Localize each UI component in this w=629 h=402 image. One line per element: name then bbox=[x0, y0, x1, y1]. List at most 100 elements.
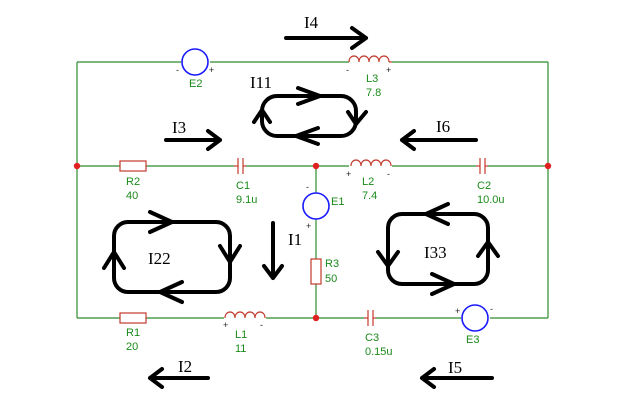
inductor-l2-coil bbox=[350, 159, 392, 167]
resistor-r2-body bbox=[119, 160, 147, 172]
capacitor-c1: C1 9.1u bbox=[234, 158, 257, 206]
capacitor-c3: C3 0.15u bbox=[364, 310, 393, 358]
label-c3-value: 0.15u bbox=[365, 346, 393, 358]
label-r2-value: 40 bbox=[126, 190, 138, 202]
label-l1-value: 11 bbox=[235, 343, 246, 355]
polarity-sign: - bbox=[387, 169, 390, 179]
label-i22: I22 bbox=[148, 249, 171, 268]
label-l2-value: 7.4 bbox=[362, 190, 377, 202]
loop-arrow-icon bbox=[218, 244, 242, 264]
loop-arrow-icon bbox=[296, 86, 322, 106]
source-e1-symbol bbox=[302, 192, 330, 220]
loop-arrow-icon bbox=[252, 108, 272, 124]
node-center-bottom bbox=[312, 314, 320, 322]
label-c2-name: C2 bbox=[477, 180, 491, 192]
arrow-right-icon bbox=[164, 129, 222, 151]
polarity-sign: + bbox=[386, 65, 391, 75]
inductor-l1-coil bbox=[224, 311, 266, 319]
nodes bbox=[73, 162, 552, 322]
label-l2-name: L2 bbox=[362, 176, 374, 188]
label-i5: I5 bbox=[448, 358, 462, 377]
source-e2-symbol bbox=[181, 48, 209, 76]
label-r1-value: 20 bbox=[126, 341, 138, 353]
polarity-sign: + bbox=[346, 169, 351, 179]
loop-arrow-icon bbox=[376, 250, 400, 268]
loop-arrow-icon bbox=[430, 272, 456, 296]
node-center-middle bbox=[312, 162, 320, 170]
loop-arrow-icon bbox=[294, 126, 320, 146]
arrow-left-icon bbox=[148, 367, 210, 389]
current-i5: I5 bbox=[420, 358, 494, 389]
label-e1: E1 bbox=[331, 196, 344, 208]
arrow-left-icon bbox=[420, 367, 494, 389]
polarity-sign: - bbox=[490, 304, 493, 314]
loop-arrow-icon bbox=[424, 202, 450, 226]
inductor-l3: - + L3 7.8 bbox=[346, 55, 392, 99]
resistor-r3-body bbox=[310, 258, 322, 285]
label-c1-name: C1 bbox=[236, 180, 250, 192]
loop-arrow-icon bbox=[102, 250, 126, 270]
resistor-r2: R2 40 bbox=[119, 160, 147, 202]
label-r2-name: R2 bbox=[126, 176, 140, 188]
node-left-middle bbox=[73, 162, 81, 170]
label-e3: E3 bbox=[466, 334, 479, 346]
source-e3: + - E3 bbox=[455, 304, 493, 346]
arrow-left-icon bbox=[400, 129, 478, 151]
loop-i33-path bbox=[386, 212, 490, 286]
label-r3-value: 50 bbox=[325, 273, 337, 285]
wires bbox=[76, 61, 549, 319]
arrow-right-icon bbox=[284, 26, 368, 50]
inductor-l1: + - L1 11 bbox=[223, 311, 266, 355]
label-c3-name: C3 bbox=[365, 332, 379, 344]
source-e1: - + E1 bbox=[302, 182, 344, 231]
label-i1: I1 bbox=[288, 230, 302, 249]
polarity-sign: - bbox=[306, 182, 309, 192]
loop-i22: I22 bbox=[102, 210, 242, 304]
label-c1-value: 9.1u bbox=[236, 194, 257, 206]
capacitor-c2: C2 10.0u bbox=[476, 158, 505, 206]
loop-i11: I11 bbox=[250, 73, 368, 146]
label-l3-value: 7.8 bbox=[366, 87, 381, 99]
polarity-sign: - bbox=[176, 65, 179, 75]
loop-i33: I33 bbox=[376, 202, 500, 296]
resistor-r3: R3 50 bbox=[310, 258, 339, 285]
loop-arrow-icon bbox=[346, 110, 368, 126]
inductor-l3-coil bbox=[348, 55, 390, 63]
current-i1: I1 bbox=[262, 221, 302, 280]
loop-i22-path bbox=[112, 220, 232, 294]
label-i2: I2 bbox=[178, 357, 192, 376]
loop-arrow-icon bbox=[158, 280, 184, 304]
loop-i11-path bbox=[260, 94, 358, 138]
label-c2-value: 10.0u bbox=[477, 194, 505, 206]
arrow-down-icon bbox=[262, 221, 284, 280]
label-l3-name: L3 bbox=[366, 73, 378, 85]
label-e2: E2 bbox=[189, 78, 202, 90]
source-e2: - + E2 bbox=[176, 48, 214, 90]
polarity-sign: - bbox=[260, 320, 263, 330]
source-e3-symbol bbox=[461, 304, 489, 332]
current-i4: I4 bbox=[284, 13, 368, 50]
current-i2: I2 bbox=[148, 357, 210, 389]
loop-arrow-icon bbox=[148, 210, 174, 234]
resistor-r1-body bbox=[119, 312, 147, 324]
inductor-l2: + - L2 7.4 bbox=[346, 159, 392, 202]
loop-arrow-icon bbox=[476, 240, 500, 258]
polarity-sign: + bbox=[306, 221, 311, 231]
label-i3: I3 bbox=[172, 118, 186, 137]
polarity-sign: + bbox=[209, 65, 214, 75]
label-r1-name: R1 bbox=[126, 327, 140, 339]
current-i6: I6 bbox=[400, 117, 478, 151]
label-i6: I6 bbox=[436, 117, 450, 136]
polarity-sign: - bbox=[346, 65, 349, 75]
node-right-middle bbox=[544, 162, 552, 170]
resistor-r1: R1 20 bbox=[119, 312, 147, 353]
polarity-sign: + bbox=[455, 306, 460, 316]
polarity-sign: + bbox=[223, 320, 228, 330]
label-l1-name: L1 bbox=[235, 329, 247, 341]
label-i33: I33 bbox=[424, 243, 447, 262]
label-r3-name: R3 bbox=[325, 258, 339, 270]
label-i4: I4 bbox=[304, 13, 319, 32]
current-i3: I3 bbox=[164, 118, 222, 151]
label-i11: I11 bbox=[250, 73, 272, 92]
